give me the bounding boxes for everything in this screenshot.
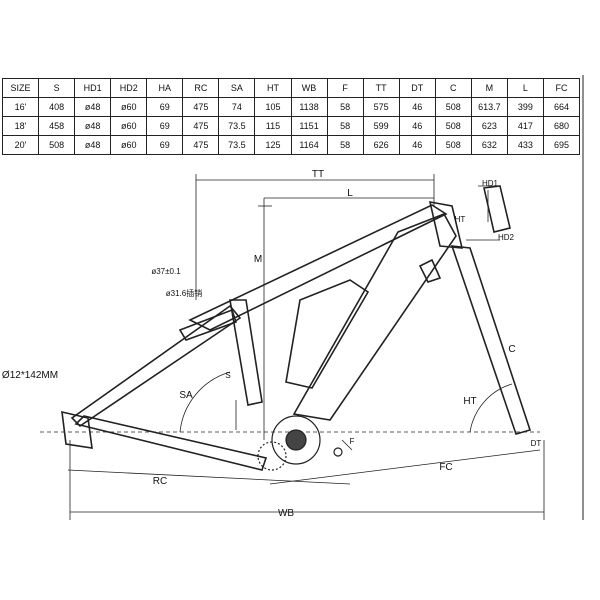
fc-label: FC bbox=[439, 462, 452, 473]
ha-label: HT bbox=[463, 396, 476, 407]
dimension-lines bbox=[40, 174, 545, 520]
s-label: S bbox=[225, 371, 230, 380]
l-label: L bbox=[347, 188, 353, 199]
table-cell: 626 bbox=[362, 135, 400, 155]
rc-label: RC bbox=[153, 476, 167, 487]
hd2-label: HD2 bbox=[498, 233, 515, 242]
battery bbox=[285, 279, 370, 389]
wb-label: WB bbox=[278, 508, 294, 519]
frame-tubes bbox=[61, 185, 532, 471]
axle-label: Ø12*142MM bbox=[2, 370, 58, 381]
head-tube bbox=[428, 200, 464, 249]
tt-label: TT bbox=[312, 169, 324, 180]
seatpost-label: ø37±0.1 bbox=[151, 267, 181, 276]
table-cell: 695 bbox=[542, 135, 581, 155]
motor bbox=[257, 415, 343, 471]
table-cell: 632 bbox=[470, 135, 508, 155]
seatclamp-label: ø31.6插销 bbox=[166, 288, 202, 298]
motor-housing bbox=[271, 415, 321, 465]
ht-top-label: HT bbox=[455, 215, 466, 224]
table-cell: 1164 bbox=[290, 135, 328, 155]
bb-axle bbox=[333, 447, 343, 457]
shock-link bbox=[178, 308, 238, 341]
chainring bbox=[257, 441, 287, 471]
steerer bbox=[483, 185, 511, 233]
f-label: F bbox=[350, 437, 355, 446]
m-label: M bbox=[254, 254, 262, 265]
c-label: C bbox=[508, 344, 515, 355]
table-cell: 125 bbox=[254, 135, 292, 155]
table-cell: 508 bbox=[434, 135, 472, 155]
down-tube bbox=[292, 212, 457, 421]
sa-label: SA bbox=[179, 390, 193, 401]
dt-label: DT bbox=[531, 439, 542, 448]
top-tube bbox=[188, 204, 448, 331]
seat-stay bbox=[70, 304, 242, 428]
hd1-label: HD1 bbox=[482, 179, 499, 188]
motor-core bbox=[285, 429, 307, 451]
seat-tube bbox=[229, 299, 263, 406]
rear-dropout bbox=[61, 410, 93, 449]
fork bbox=[450, 245, 532, 435]
chain-stay bbox=[74, 415, 268, 471]
fender-hanger bbox=[418, 258, 442, 283]
